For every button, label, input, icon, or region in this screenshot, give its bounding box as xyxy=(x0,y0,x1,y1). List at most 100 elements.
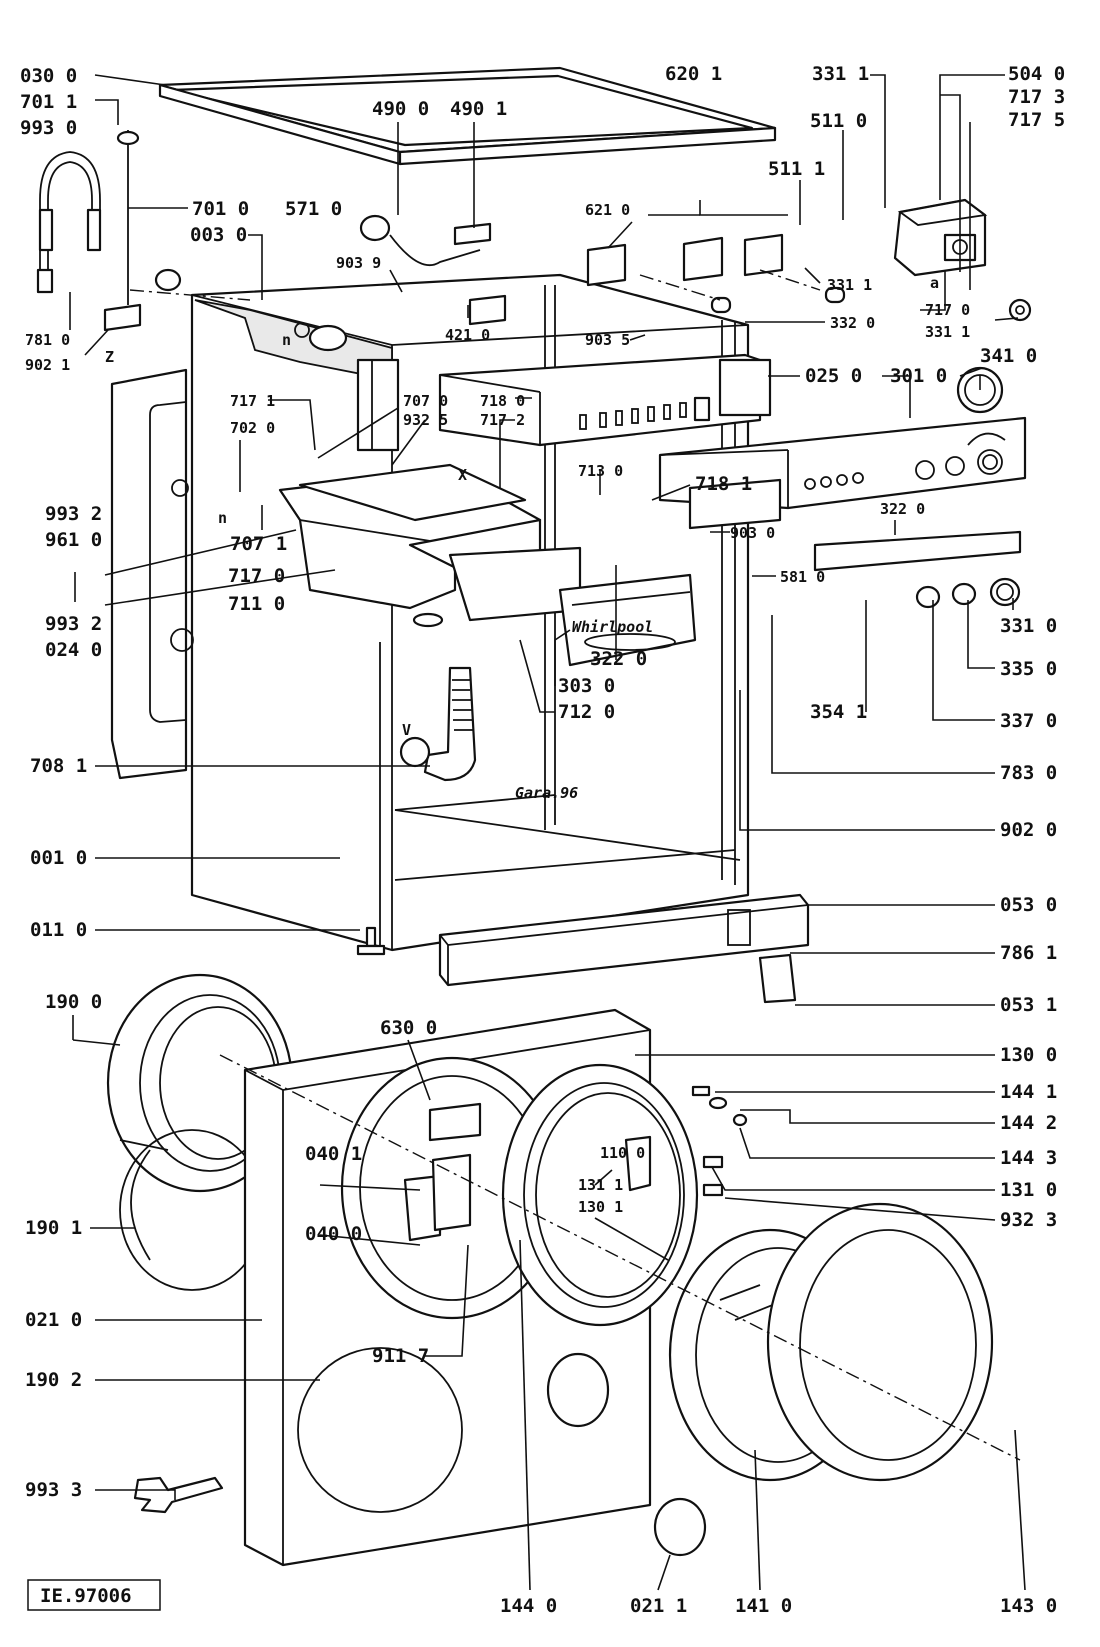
callout-0010: 001 0 xyxy=(30,847,87,869)
reference-box: IE.97006 xyxy=(27,1579,161,1611)
callout-7175: 717 5 xyxy=(1008,109,1065,131)
callout-3410: 341 0 xyxy=(980,345,1037,367)
callout-7010: 701 0 xyxy=(192,198,249,220)
callout-9933: 993 3 xyxy=(25,1479,82,1501)
callout-1443: 144 3 xyxy=(1000,1147,1057,1169)
callout-0300: 030 0 xyxy=(20,65,77,87)
callout-0110: 011 0 xyxy=(30,919,87,941)
switch-modules xyxy=(586,233,846,314)
callout-3320: 332 0 xyxy=(830,314,875,332)
callout-9020: 902 0 xyxy=(1000,819,1057,841)
callout-7081: 708 1 xyxy=(30,755,87,777)
callout-9030: 903 0 xyxy=(730,524,775,542)
callout-9930: 993 0 xyxy=(20,117,77,139)
callout-Z: Z xyxy=(105,348,114,366)
date-mark: Gara.96 xyxy=(515,784,578,802)
selector-strip xyxy=(813,530,1022,572)
callout-1311: 932 3 xyxy=(1000,1209,1057,1231)
callout-5810: 581 0 xyxy=(780,568,825,586)
callout-0530: 053 0 xyxy=(1000,894,1057,916)
callout-3370: 337 0 xyxy=(1000,710,1057,732)
top-lid xyxy=(158,66,777,166)
letter-marks: n n X V a xyxy=(218,274,939,739)
callout-0531: 053 1 xyxy=(1000,994,1057,1016)
control-panel xyxy=(658,416,1027,530)
pressure-switch xyxy=(294,322,348,352)
callout-1301: 131 1 xyxy=(578,1176,623,1194)
callout-7070: 707 0 xyxy=(403,392,448,410)
dispenser-housing xyxy=(278,463,542,782)
callout-0210: 021 0 xyxy=(25,1309,82,1331)
callout-9021a: 902 1 xyxy=(25,356,70,374)
callout-6210: 621 0 xyxy=(585,201,630,219)
door-ring xyxy=(501,1063,699,1327)
hinge-parts xyxy=(691,1085,748,1197)
reference-code: IE.97006 xyxy=(40,1585,132,1607)
callout-1900: 190 0 xyxy=(45,991,102,1013)
callout-6300: 630 0 xyxy=(380,1017,437,1039)
callout-5040: 504 0 xyxy=(1008,63,1065,85)
foot xyxy=(356,926,386,956)
callout-7170b: 717 0 xyxy=(228,565,285,587)
callout-7861: 786 1 xyxy=(1000,942,1057,964)
callout-3310: 331 0 xyxy=(1000,615,1057,637)
callout-0240: 024 0 xyxy=(45,639,102,661)
callout-7173: 717 3 xyxy=(1008,86,1065,108)
callout-9035: 903 5 xyxy=(585,331,630,349)
callout-1440: 144 0 xyxy=(500,1595,557,1617)
callout-3030: 303 0 xyxy=(558,675,615,697)
callout-3311a: 331 1 xyxy=(812,63,869,85)
leader-lines xyxy=(69,74,1026,1591)
callout-7181: 718 1 xyxy=(695,473,752,495)
mark-a: a xyxy=(930,274,939,292)
callout-5110: 511 0 xyxy=(810,110,867,132)
mark-n-1: n xyxy=(282,331,291,349)
bottom-panel xyxy=(438,893,810,1004)
callout-9323: 130 1 xyxy=(578,1198,623,1216)
callout-9117: 911 7 xyxy=(372,1345,429,1367)
callout-1441: 144 1 xyxy=(1000,1081,1057,1103)
callout-7020: 702 0 xyxy=(230,419,275,437)
wiring-harness xyxy=(359,214,507,326)
callout-7120: 712 0 xyxy=(558,701,615,723)
callout-3350: 335 0 xyxy=(1000,658,1057,680)
callout-0401: 040 1 xyxy=(305,1143,362,1165)
mark-n-2: n xyxy=(218,509,227,527)
callout-3541: 354 1 xyxy=(810,701,867,723)
callout-7011: 701 1 xyxy=(20,91,77,113)
callout-3220a: 322 0 xyxy=(880,500,925,518)
callout-1300: 130 0 xyxy=(1000,1044,1057,1066)
callout-labels: 030 0 701 1 993 0 490 0 490 1 620 1 331 … xyxy=(20,63,1065,1617)
callout-9325: 932 5 xyxy=(403,411,448,429)
callout-7810: 781 0 xyxy=(25,331,70,349)
callout-1310: 131 0 xyxy=(1000,1179,1057,1201)
callout-7171: 717 1 xyxy=(230,392,275,410)
callout-9932b: 993 2 xyxy=(45,613,102,635)
callout-9610: 961 0 xyxy=(45,529,102,551)
callout-1902: 190 2 xyxy=(25,1369,82,1391)
callout-1430: 143 0 xyxy=(1000,1595,1057,1617)
callout-3311b: 331 1 xyxy=(827,276,872,294)
callout-1100: 110 0 xyxy=(600,1144,645,1162)
callout-6201: 620 1 xyxy=(665,63,722,85)
callout-1442: 144 2 xyxy=(1000,1112,1057,1134)
control-bracket xyxy=(438,353,772,447)
power-cord xyxy=(36,130,182,332)
callout-4900: 490 0 xyxy=(372,98,429,120)
callout-9932a: 993 2 xyxy=(45,503,102,525)
callout-3311c: 331 1 xyxy=(925,323,970,341)
detergent-drawer xyxy=(448,546,697,667)
mark-x: X xyxy=(458,466,467,484)
callout-7172: 717 2 xyxy=(480,411,525,429)
callout-5710: 571 0 xyxy=(285,198,342,220)
callout-0211: 021 1 xyxy=(630,1595,687,1617)
callout-0030: 003 0 xyxy=(190,224,247,246)
callout-7170a: 717 0 xyxy=(925,301,970,319)
callout-5111: 511 1 xyxy=(768,158,825,180)
callout-3010: 301 0 xyxy=(890,365,947,387)
callout-1410: 141 0 xyxy=(735,1595,792,1617)
callout-7130: 713 0 xyxy=(578,462,623,480)
brand-mark: Whirlpool xyxy=(572,618,653,636)
callout-7830: 783 0 xyxy=(1000,762,1057,784)
